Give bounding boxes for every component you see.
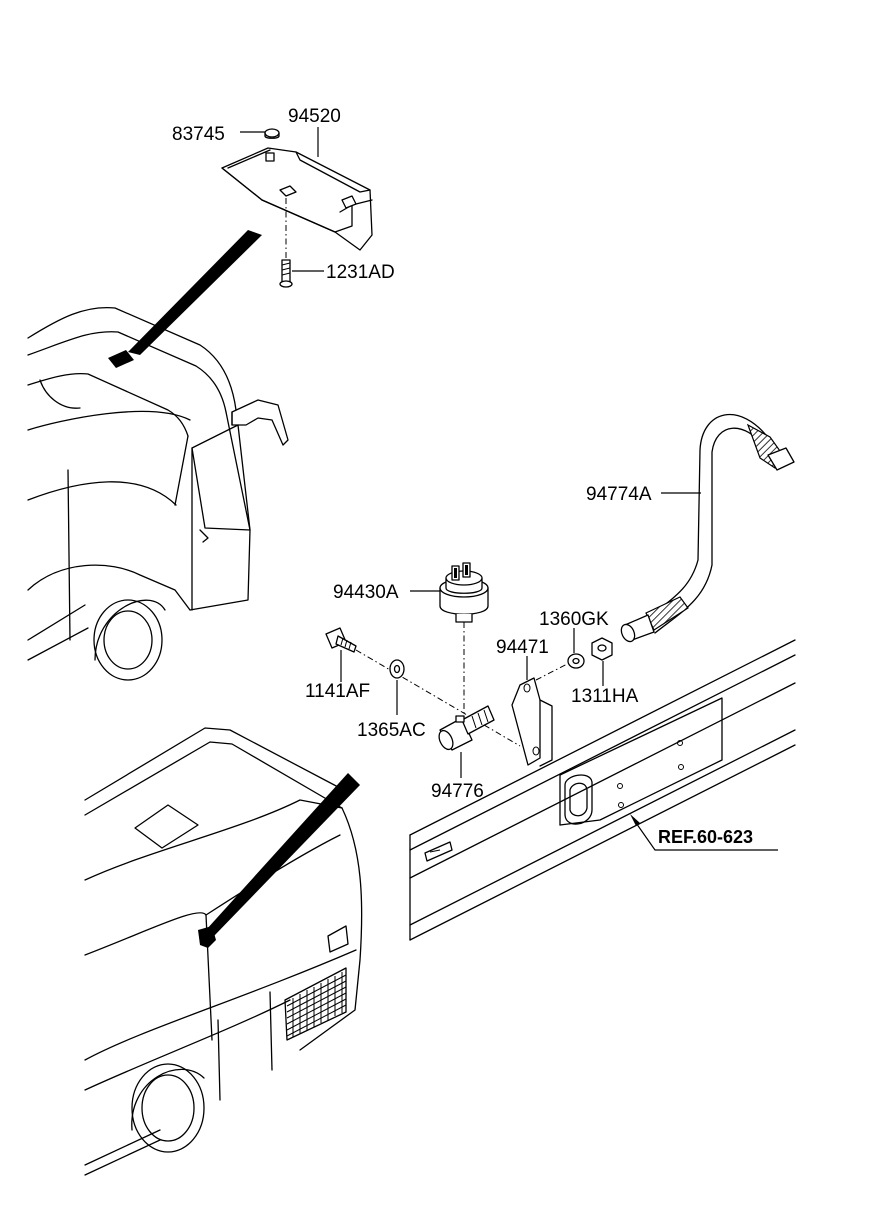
adapter-94776	[438, 705, 495, 751]
label-1311HA: 1311HA	[571, 686, 639, 707]
sensor-94430A	[439, 562, 489, 623]
label-94776: 94776	[431, 781, 484, 802]
label-94520: 94520	[288, 106, 341, 127]
upper-van-illustration	[27, 306, 289, 681]
nut-1311HA	[591, 637, 613, 661]
label-94774A: 94774A	[586, 484, 652, 505]
chassis-frame	[409, 639, 796, 941]
ref-label: REF.60-623	[658, 827, 753, 847]
bracket-94471	[511, 677, 553, 767]
roof-lamp-assembly	[221, 128, 373, 288]
label-94471: 94471	[496, 637, 549, 658]
hose-94774A	[620, 413, 795, 643]
label-1231AD: 1231AD	[326, 262, 395, 283]
label-1365AC: 1365AC	[357, 720, 426, 741]
label-94430A: 94430A	[333, 582, 399, 603]
callout-pointer-body	[206, 773, 360, 936]
washer-1360GK	[567, 653, 585, 669]
label-83745: 83745	[172, 124, 225, 145]
washer-1365AC	[389, 659, 405, 679]
bolt-1141AF	[325, 627, 357, 653]
ref-leader	[633, 819, 778, 851]
lower-van-illustration	[84, 727, 363, 1176]
callout-pointer-roof	[128, 230, 262, 355]
label-1141AF: 1141AF	[305, 681, 370, 702]
label-1360GK: 1360GK	[539, 609, 609, 630]
